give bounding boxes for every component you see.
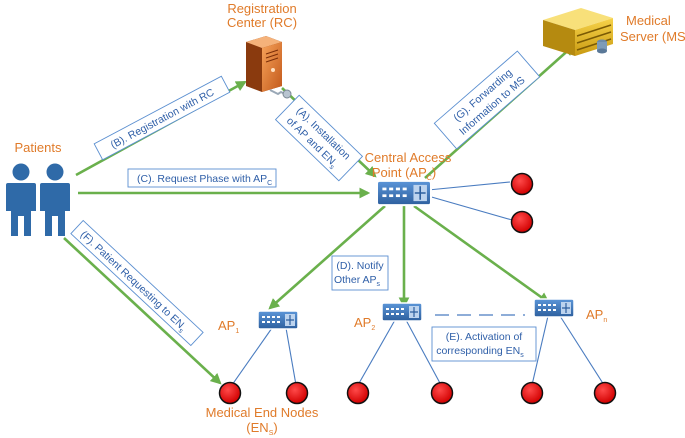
en-label-line1: Medical End Nodes (206, 405, 319, 420)
ms-label-line1: Medical (626, 13, 671, 28)
sensor-node-icon (346, 381, 370, 405)
sensor-node-icon (218, 381, 242, 405)
svg-text:(C). Request Phase with APC: (C). Request Phase with APC (137, 173, 272, 187)
access-point-2: AP2 (354, 302, 423, 332)
apn-label: APn (586, 307, 607, 324)
rc-label-line2: Center (RC) (227, 15, 297, 30)
ms-label-line2: Server (MS) (620, 29, 685, 44)
person-icon (40, 163, 70, 236)
step-g-forwarding: (G). Forwarding Information to MS (433, 50, 541, 150)
arrow-apc-to-ap1 (268, 205, 386, 310)
ap1-label: AP1 (218, 318, 239, 335)
access-point-1: AP1 (218, 310, 299, 335)
sensor-node-icon (510, 172, 534, 196)
patients-label: Patients (15, 140, 62, 155)
apc-label-line2: Point (APC) (372, 165, 436, 182)
sensor-node-icon (430, 381, 454, 405)
patients: Patients (6, 140, 70, 236)
svg-text:corresponding ENs: corresponding ENs (436, 345, 524, 359)
network-switch-icon (381, 302, 423, 322)
network-switch-icon (375, 179, 433, 207)
sensor-node-icon (285, 381, 309, 405)
network-links (231, 181, 605, 386)
rc-label-line1: Registration (227, 1, 296, 16)
svg-text:(D). Notify: (D). Notify (336, 260, 384, 272)
network-switch-icon (533, 298, 575, 318)
svg-text:(E). Activation of: (E). Activation of (446, 331, 523, 343)
sensor-node-icon (593, 381, 617, 405)
sensor-node-icon (520, 381, 544, 405)
svg-text:(B). Registration with RC: (B). Registration with RC (109, 86, 217, 151)
server-rack-icon (543, 8, 613, 56)
person-icon (6, 163, 36, 236)
arrow-patients-to-en (63, 237, 222, 385)
registration-center: Registration Center (RC) (227, 1, 297, 99)
medical-server: Medical Server (MS) (543, 8, 685, 56)
network-switch-icon (257, 310, 299, 330)
svg-text:Other APs: Other APs (334, 274, 381, 288)
en-label-line2: (ENS) (246, 420, 277, 437)
sensor-node-icon (510, 210, 534, 234)
step-f-patient-requesting: (F). Patient Requesting to ENs (70, 219, 204, 347)
svg-text:(F). Patient Requesting to ENs: (F). Patient Requesting to ENs (77, 229, 190, 336)
step-a-installation: (A). Installation of AP and ENs (274, 94, 364, 182)
apc-label-line1: Central Access (365, 150, 452, 165)
access-point-n: APn (533, 298, 607, 324)
step-c-request: (C). Request Phase with APC (127, 168, 277, 188)
central-access-point: Central Access Point (APC) (365, 150, 452, 207)
server-tower-icon (246, 36, 292, 99)
arrow-apc-to-apn (413, 204, 550, 304)
step-b-registration: (B). Registration with RC (93, 75, 231, 161)
ap2-label: AP2 (354, 315, 375, 332)
step-e-activation: (E). Activation of corresponding ENs (431, 326, 537, 362)
step-d-notify: (D). Notify Other APs (331, 255, 389, 291)
